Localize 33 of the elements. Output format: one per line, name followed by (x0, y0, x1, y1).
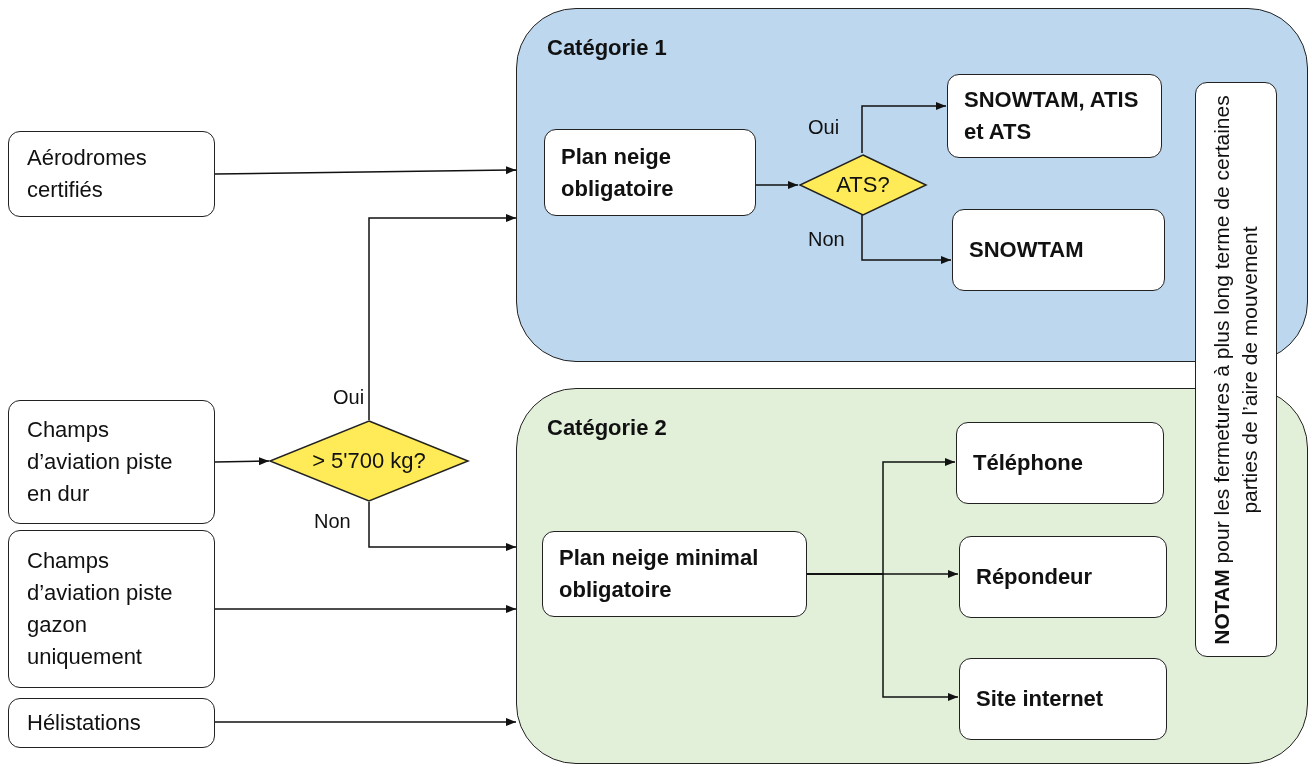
process-box: Plan neige obligatoire (544, 129, 756, 216)
arrow (214, 166, 517, 175)
process-box: Plan neige minimal obligatoire (542, 531, 807, 617)
process-box: Site internet (959, 658, 1167, 740)
process-box: Champs d’aviation piste gazon uniquement (8, 530, 215, 688)
edge-label: Non (808, 228, 845, 251)
category-title: Catégorie 2 (547, 415, 667, 441)
edge-label: Oui (333, 386, 365, 409)
edge-label: Oui (808, 116, 840, 139)
process-box: Champs d’aviation piste en dur (8, 400, 215, 524)
note-text: NOTAM pour les fermetures à plus long terme de certaines parties de l’aire de mouvement (1209, 93, 1262, 647)
process-box: Hélistations (8, 698, 215, 748)
process-box: SNOWTAM (952, 209, 1165, 291)
note-box (1195, 82, 1277, 657)
decision-label: ATS? (836, 172, 890, 198)
arrow (805, 573, 959, 701)
decision-diamond (799, 154, 927, 216)
edge-label: Non (314, 510, 351, 533)
arrow (368, 214, 517, 421)
process-box: SNOWTAM, ATIS et ATS (947, 74, 1162, 158)
arrow (368, 501, 517, 551)
arrow (861, 214, 952, 264)
arrow (861, 102, 947, 154)
process-box: Répondeur (959, 536, 1167, 618)
arrow (214, 457, 270, 466)
arrow (214, 718, 517, 726)
decision-diamond (269, 420, 469, 502)
arrow (754, 181, 799, 189)
process-box: Aérodromes certifiés (8, 131, 215, 217)
arrow (214, 605, 517, 613)
category-title: Catégorie 1 (547, 35, 667, 61)
decision-label: > 5'700 kg? (312, 448, 426, 474)
process-box: Téléphone (956, 422, 1164, 504)
